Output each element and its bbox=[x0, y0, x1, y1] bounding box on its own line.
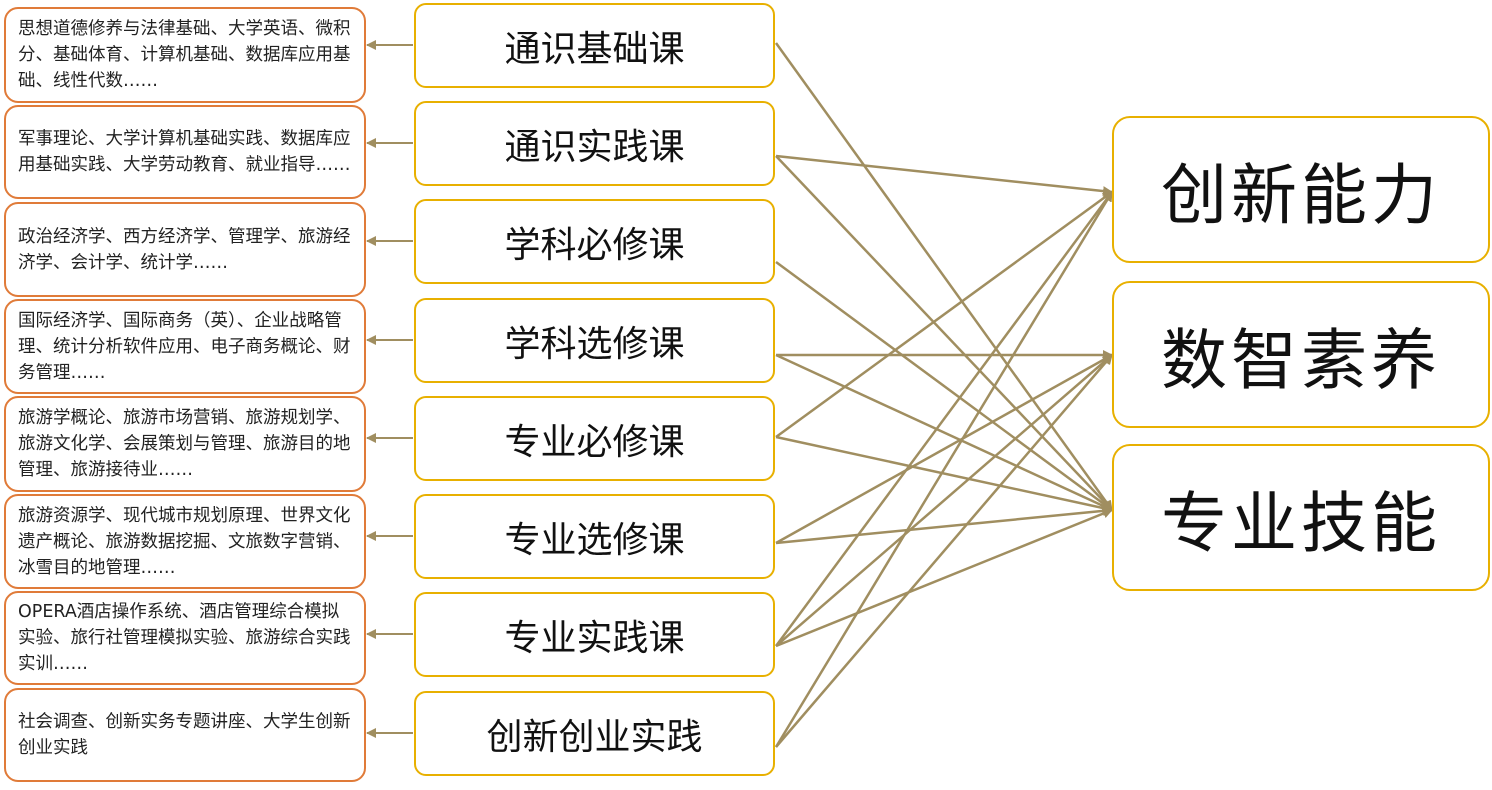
ability-arrow bbox=[775, 353, 1113, 545]
ability-box: 创新能力 bbox=[1112, 116, 1490, 263]
course-category-label: 专业必修课 bbox=[504, 421, 685, 463]
course-detail-text: 国际经济学、国际商务（英）、企业战略管理、统计分析软件应用、电子商务概论、财务管… bbox=[18, 310, 351, 383]
ability-arrow bbox=[774, 191, 1114, 647]
ability-box: 数智素养 bbox=[1112, 281, 1490, 428]
ability-arrow bbox=[775, 505, 1113, 545]
course-detail-text: 思想道德修养与法律基础、大学英语、微积分、基础体育、计算机基础、数据库应用基础、… bbox=[18, 19, 351, 91]
ability-arrow bbox=[775, 155, 1113, 511]
ability-arrow bbox=[775, 190, 1113, 439]
ability-label: 专业技能 bbox=[1161, 484, 1441, 562]
course-category-box: 专业实践课 bbox=[414, 592, 775, 677]
course-category-box: 创新创业实践 bbox=[414, 691, 775, 776]
ability-label: 数智素养 bbox=[1161, 321, 1441, 399]
course-detail-text: 政治经济学、西方经济学、管理学、旅游经济学、会计学、统计学…… bbox=[18, 226, 351, 273]
course-category-label: 通识实践课 bbox=[504, 126, 685, 168]
course-category-box: 通识基础课 bbox=[414, 3, 775, 88]
course-detail-box: 政治经济学、西方经济学、管理学、旅游经济学、会计学、统计学…… bbox=[4, 202, 366, 297]
course-detail-text: 军事理论、大学计算机基础实践、数据库应用基础实践、大学劳动教育、就业指导…… bbox=[18, 129, 351, 175]
ability-arrow bbox=[775, 154, 1113, 197]
course-category-label: 专业选修课 bbox=[504, 519, 685, 561]
ability-label: 创新能力 bbox=[1161, 156, 1441, 234]
course-detail-text: OPERA酒店操作系统、酒店管理综合模拟实验、旅行社管理模拟实验、旅游综合实践实… bbox=[18, 602, 351, 674]
course-detail-text: 社会调查、创新实务专题讲座、大学生创新创业实践 bbox=[18, 712, 351, 758]
ability-arrow bbox=[775, 354, 1113, 647]
course-category-label: 学科必修课 bbox=[504, 224, 685, 266]
ability-arrow bbox=[775, 260, 1113, 512]
course-detail-box: 思想道德修养与法律基础、大学英语、微积分、基础体育、计算机基础、数据库应用基础、… bbox=[4, 7, 366, 103]
ability-box: 专业技能 bbox=[1112, 444, 1490, 591]
course-detail-box: 国际经济学、国际商务（英）、企业战略管理、统计分析软件应用、电子商务概论、财务管… bbox=[4, 299, 366, 394]
course-category-label: 专业实践课 bbox=[504, 617, 685, 659]
course-category-box: 学科必修课 bbox=[414, 199, 775, 284]
course-detail-box: OPERA酒店操作系统、酒店管理综合模拟实验、旅行社管理模拟实验、旅游综合实践实… bbox=[4, 591, 366, 685]
course-category-box: 专业必修课 bbox=[414, 396, 775, 481]
course-detail-text: 旅游资源学、现代城市规划原理、世界文化遗产概论、旅游数据挖掘、文旅数字营销、冰雪… bbox=[18, 505, 351, 578]
ability-arrow bbox=[775, 354, 1113, 748]
ability-arrow bbox=[775, 435, 1113, 513]
course-category-box: 通识实践课 bbox=[414, 101, 775, 186]
course-detail-box: 旅游学概论、旅游市场营销、旅游规划学、旅游文化学、会展策划与管理、旅游目的地管理… bbox=[4, 396, 366, 492]
course-detail-box: 旅游资源学、现代城市规划原理、世界文化遗产概论、旅游数据挖掘、文旅数字营销、冰雪… bbox=[4, 494, 366, 589]
course-category-label: 通识基础课 bbox=[504, 28, 685, 70]
course-category-box: 专业选修课 bbox=[414, 494, 775, 579]
course-detail-box: 军事理论、大学计算机基础实践、数据库应用基础实践、大学劳动教育、就业指导…… bbox=[4, 105, 366, 199]
course-category-label: 创新创业实践 bbox=[486, 716, 703, 758]
ability-arrow bbox=[775, 508, 1113, 648]
course-category-box: 学科选修课 bbox=[414, 298, 775, 383]
ability-arrow bbox=[775, 353, 1113, 512]
course-detail-text: 旅游学概论、旅游市场营销、旅游规划学、旅游文化学、会展策划与管理、旅游目的地管理… bbox=[18, 408, 351, 480]
ability-arrow bbox=[774, 191, 1114, 748]
ability-arrow bbox=[774, 42, 1114, 511]
course-category-label: 学科选修课 bbox=[504, 323, 685, 365]
course-detail-box: 社会调查、创新实务专题讲座、大学生创新创业实践 bbox=[4, 688, 366, 782]
